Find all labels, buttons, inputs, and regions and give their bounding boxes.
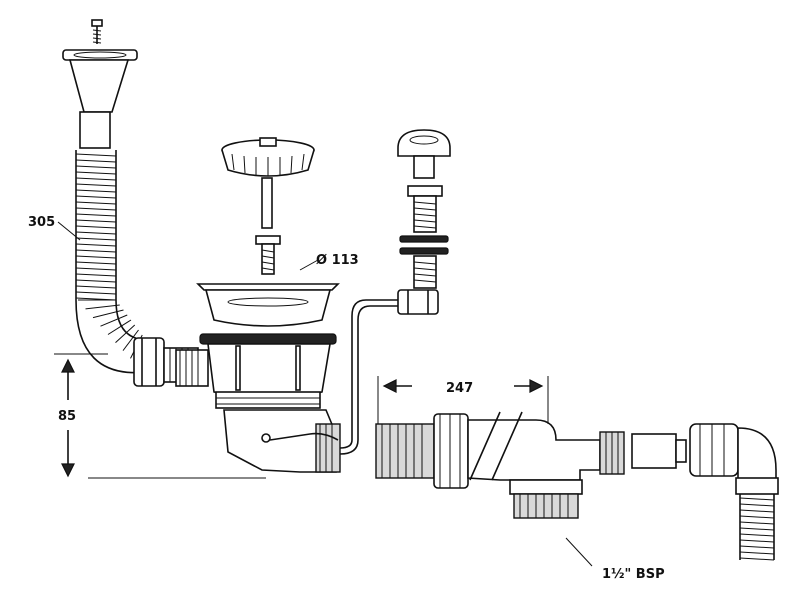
hose-rib bbox=[75, 261, 117, 265]
hose-rib bbox=[115, 324, 136, 344]
sink-flange bbox=[196, 283, 340, 327]
hose-rib bbox=[75, 171, 117, 175]
hose-rib bbox=[75, 177, 117, 181]
hose-rib bbox=[75, 195, 117, 199]
hose-rib bbox=[75, 279, 117, 283]
hose-rib bbox=[75, 273, 117, 277]
hose-rib bbox=[75, 183, 117, 187]
hose-rib bbox=[75, 159, 117, 163]
hose-rib bbox=[75, 249, 117, 253]
hose-rib bbox=[739, 509, 775, 513]
pipe-reducer bbox=[631, 433, 687, 469]
strainer-screw bbox=[255, 235, 281, 275]
basket-strainer-plug bbox=[221, 137, 315, 229]
hose-rib bbox=[75, 207, 117, 211]
hose-rib bbox=[75, 291, 117, 295]
hose-rib bbox=[75, 213, 117, 217]
hose-rib bbox=[739, 533, 775, 537]
dimension-drop-height bbox=[54, 353, 266, 479]
hose-rib bbox=[100, 314, 128, 327]
overflow-threaded-body bbox=[399, 185, 449, 289]
hose-rib bbox=[739, 551, 775, 555]
hose-rib bbox=[75, 237, 117, 241]
hose-rib bbox=[107, 319, 132, 335]
hose-rib bbox=[75, 225, 117, 229]
hose-rib bbox=[75, 189, 117, 193]
label-overflow-span: 247 bbox=[446, 381, 473, 396]
hose-rib bbox=[75, 255, 117, 259]
hose-rib bbox=[75, 201, 117, 205]
hose-rib bbox=[75, 153, 117, 157]
dimension-overflow-span bbox=[377, 376, 549, 424]
label-drop-height: 85 bbox=[58, 409, 76, 424]
hose-rib bbox=[739, 521, 775, 525]
hose-rib bbox=[739, 515, 775, 519]
overflow-screw bbox=[91, 19, 103, 44]
hose-rib bbox=[75, 285, 117, 289]
label-outlet-thread: 1½" BSP bbox=[602, 567, 665, 582]
hose-rib bbox=[75, 219, 117, 223]
bsp-outlet-nut bbox=[509, 479, 583, 519]
telescopic-outlet-pipe bbox=[375, 411, 601, 489]
overflow-inlet-spigot bbox=[175, 349, 209, 387]
hose-rib bbox=[85, 304, 120, 310]
waste-body bbox=[199, 333, 337, 409]
hose-rib bbox=[75, 231, 117, 235]
hose-rib bbox=[739, 539, 775, 543]
overflow-tube bbox=[339, 299, 398, 455]
overflow-basket bbox=[62, 49, 138, 149]
outlet-elbow bbox=[223, 409, 341, 473]
pipe-spigot bbox=[599, 431, 625, 475]
hose-rib bbox=[92, 309, 124, 319]
hose-rib bbox=[122, 329, 139, 351]
dimension-hose-leader bbox=[57, 221, 81, 241]
flexible-overflow-hose bbox=[75, 150, 149, 374]
overflow-connector bbox=[397, 289, 439, 315]
hose-rib bbox=[739, 497, 775, 501]
hose-rib bbox=[739, 503, 775, 507]
hose-rib bbox=[75, 165, 117, 169]
overflow-cap bbox=[397, 129, 451, 179]
hose-rib bbox=[739, 545, 775, 549]
dimension-strainer-leader bbox=[299, 259, 319, 271]
hose-rib bbox=[75, 267, 117, 271]
hose-rib bbox=[739, 527, 775, 531]
hose-rib bbox=[75, 243, 117, 247]
label-hose-length: 305 bbox=[28, 215, 55, 230]
label-strainer-diameter: Ø 113 bbox=[316, 253, 359, 268]
hose-elbow-connector bbox=[689, 423, 779, 561]
hose-rib bbox=[739, 557, 775, 561]
dimension-outlet-leader bbox=[565, 537, 593, 567]
